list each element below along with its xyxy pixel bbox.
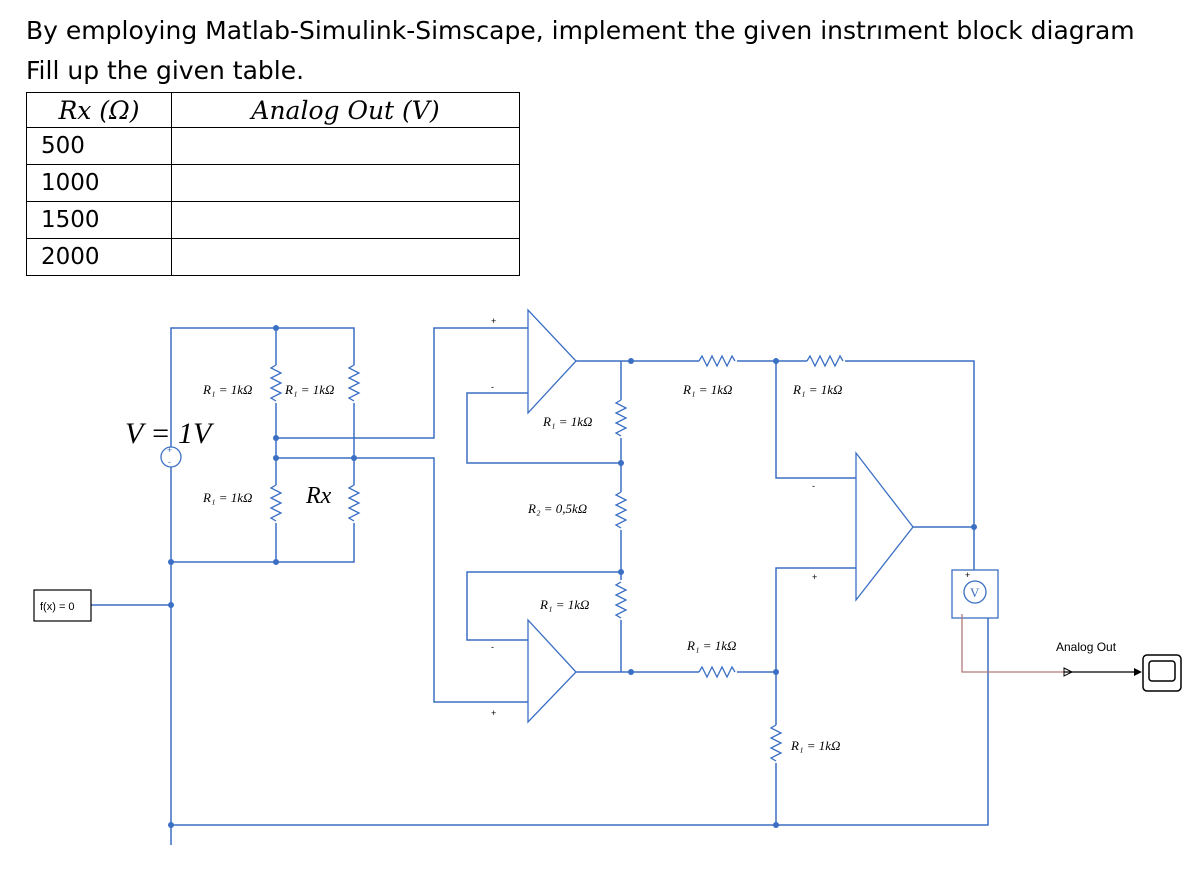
- svg-text:-: -: [812, 481, 815, 491]
- svg-text:+: +: [812, 572, 817, 582]
- svg-text:+: +: [167, 445, 172, 455]
- label-diff-top-fb: R₁ = 1kΩ: [792, 382, 842, 397]
- svg-text:-: -: [168, 457, 171, 467]
- resistor-feedback-top: [615, 399, 627, 437]
- opamp-difference: -+: [812, 451, 914, 602]
- resistor-gain: [615, 491, 627, 529]
- results-table: Rx (Ω) Analog Out (V) 500 1000 1500 2000: [26, 92, 520, 276]
- table-row: 2000: [26, 238, 520, 276]
- resistor-feedback-bottom: [615, 581, 627, 619]
- voltage-source-icon: + -: [160, 445, 182, 468]
- junction-nodes: [168, 325, 977, 828]
- cell-rx: 1000: [26, 164, 172, 202]
- label-diff-top-in: R₁ = 1kΩ: [682, 382, 732, 397]
- resistor-diff-bottom-gnd: [770, 724, 782, 762]
- constant-block-label: f(x) = 0: [40, 601, 75, 613]
- resistor-bridge-top-left: [270, 364, 282, 402]
- svg-text:+: +: [491, 316, 496, 326]
- label-diff-bottom-in: R₁ = 1kΩ: [686, 638, 736, 653]
- svg-text:-: -: [491, 642, 494, 652]
- label-gain: R₂ = 0,5kΩ: [527, 501, 587, 516]
- opamp-top: +-: [491, 308, 577, 415]
- resistor-diff-bottom-in: [698, 666, 736, 678]
- table-header-row: Rx (Ω) Analog Out (V): [26, 92, 520, 128]
- label-bridge-bottom-left: R₁ = 1kΩ: [202, 490, 252, 505]
- cell-rx: 2000: [26, 238, 172, 276]
- svg-text:+: +: [965, 570, 970, 580]
- source-label: V = 1V: [125, 417, 215, 450]
- header-analog-out: Analog Out (V): [171, 92, 520, 128]
- instruction-line-1: By employing Matlab-Simulink-Simscape, i…: [26, 16, 1135, 45]
- voltmeter-label: V: [970, 585, 980, 600]
- resistor-rx: [348, 484, 360, 522]
- label-feedback-bottom: R₁ = 1kΩ: [539, 597, 589, 612]
- header-rx: Rx (Ω): [26, 92, 172, 128]
- wires: [91, 327, 989, 845]
- cell-analog-out[interactable]: [171, 238, 520, 276]
- svg-text:-: -: [491, 382, 494, 392]
- instruction-line-2: Fill up the given table.: [26, 56, 305, 85]
- resistor-bridge-top-right: [348, 364, 360, 402]
- label-rx: Rx: [305, 483, 332, 509]
- scope-label: Analog Out: [1056, 640, 1117, 654]
- resistor-bridge-bottom-left: [270, 484, 282, 522]
- label-bridge-top-right: R₁ = 1kΩ: [284, 382, 334, 397]
- table-row: 1000: [26, 164, 520, 202]
- resistor-diff-top-in: [698, 355, 736, 367]
- label-feedback-top: R₁ = 1kΩ: [542, 414, 592, 429]
- scope-icon[interactable]: [1142, 654, 1182, 692]
- svg-text:+: +: [491, 708, 496, 718]
- cell-analog-out[interactable]: [171, 164, 520, 202]
- voltmeter-icon: V +: [951, 569, 999, 619]
- signal-line: [961, 614, 1142, 677]
- label-bridge-top-left: R₁ = 1kΩ: [202, 382, 252, 397]
- resistor-diff-top-fb: [806, 355, 844, 367]
- opamp-bottom: -+: [491, 618, 577, 724]
- constant-block[interactable]: f(x) = 0: [33, 589, 92, 622]
- label-diff-bottom-gnd: R₁ = 1kΩ: [790, 738, 840, 753]
